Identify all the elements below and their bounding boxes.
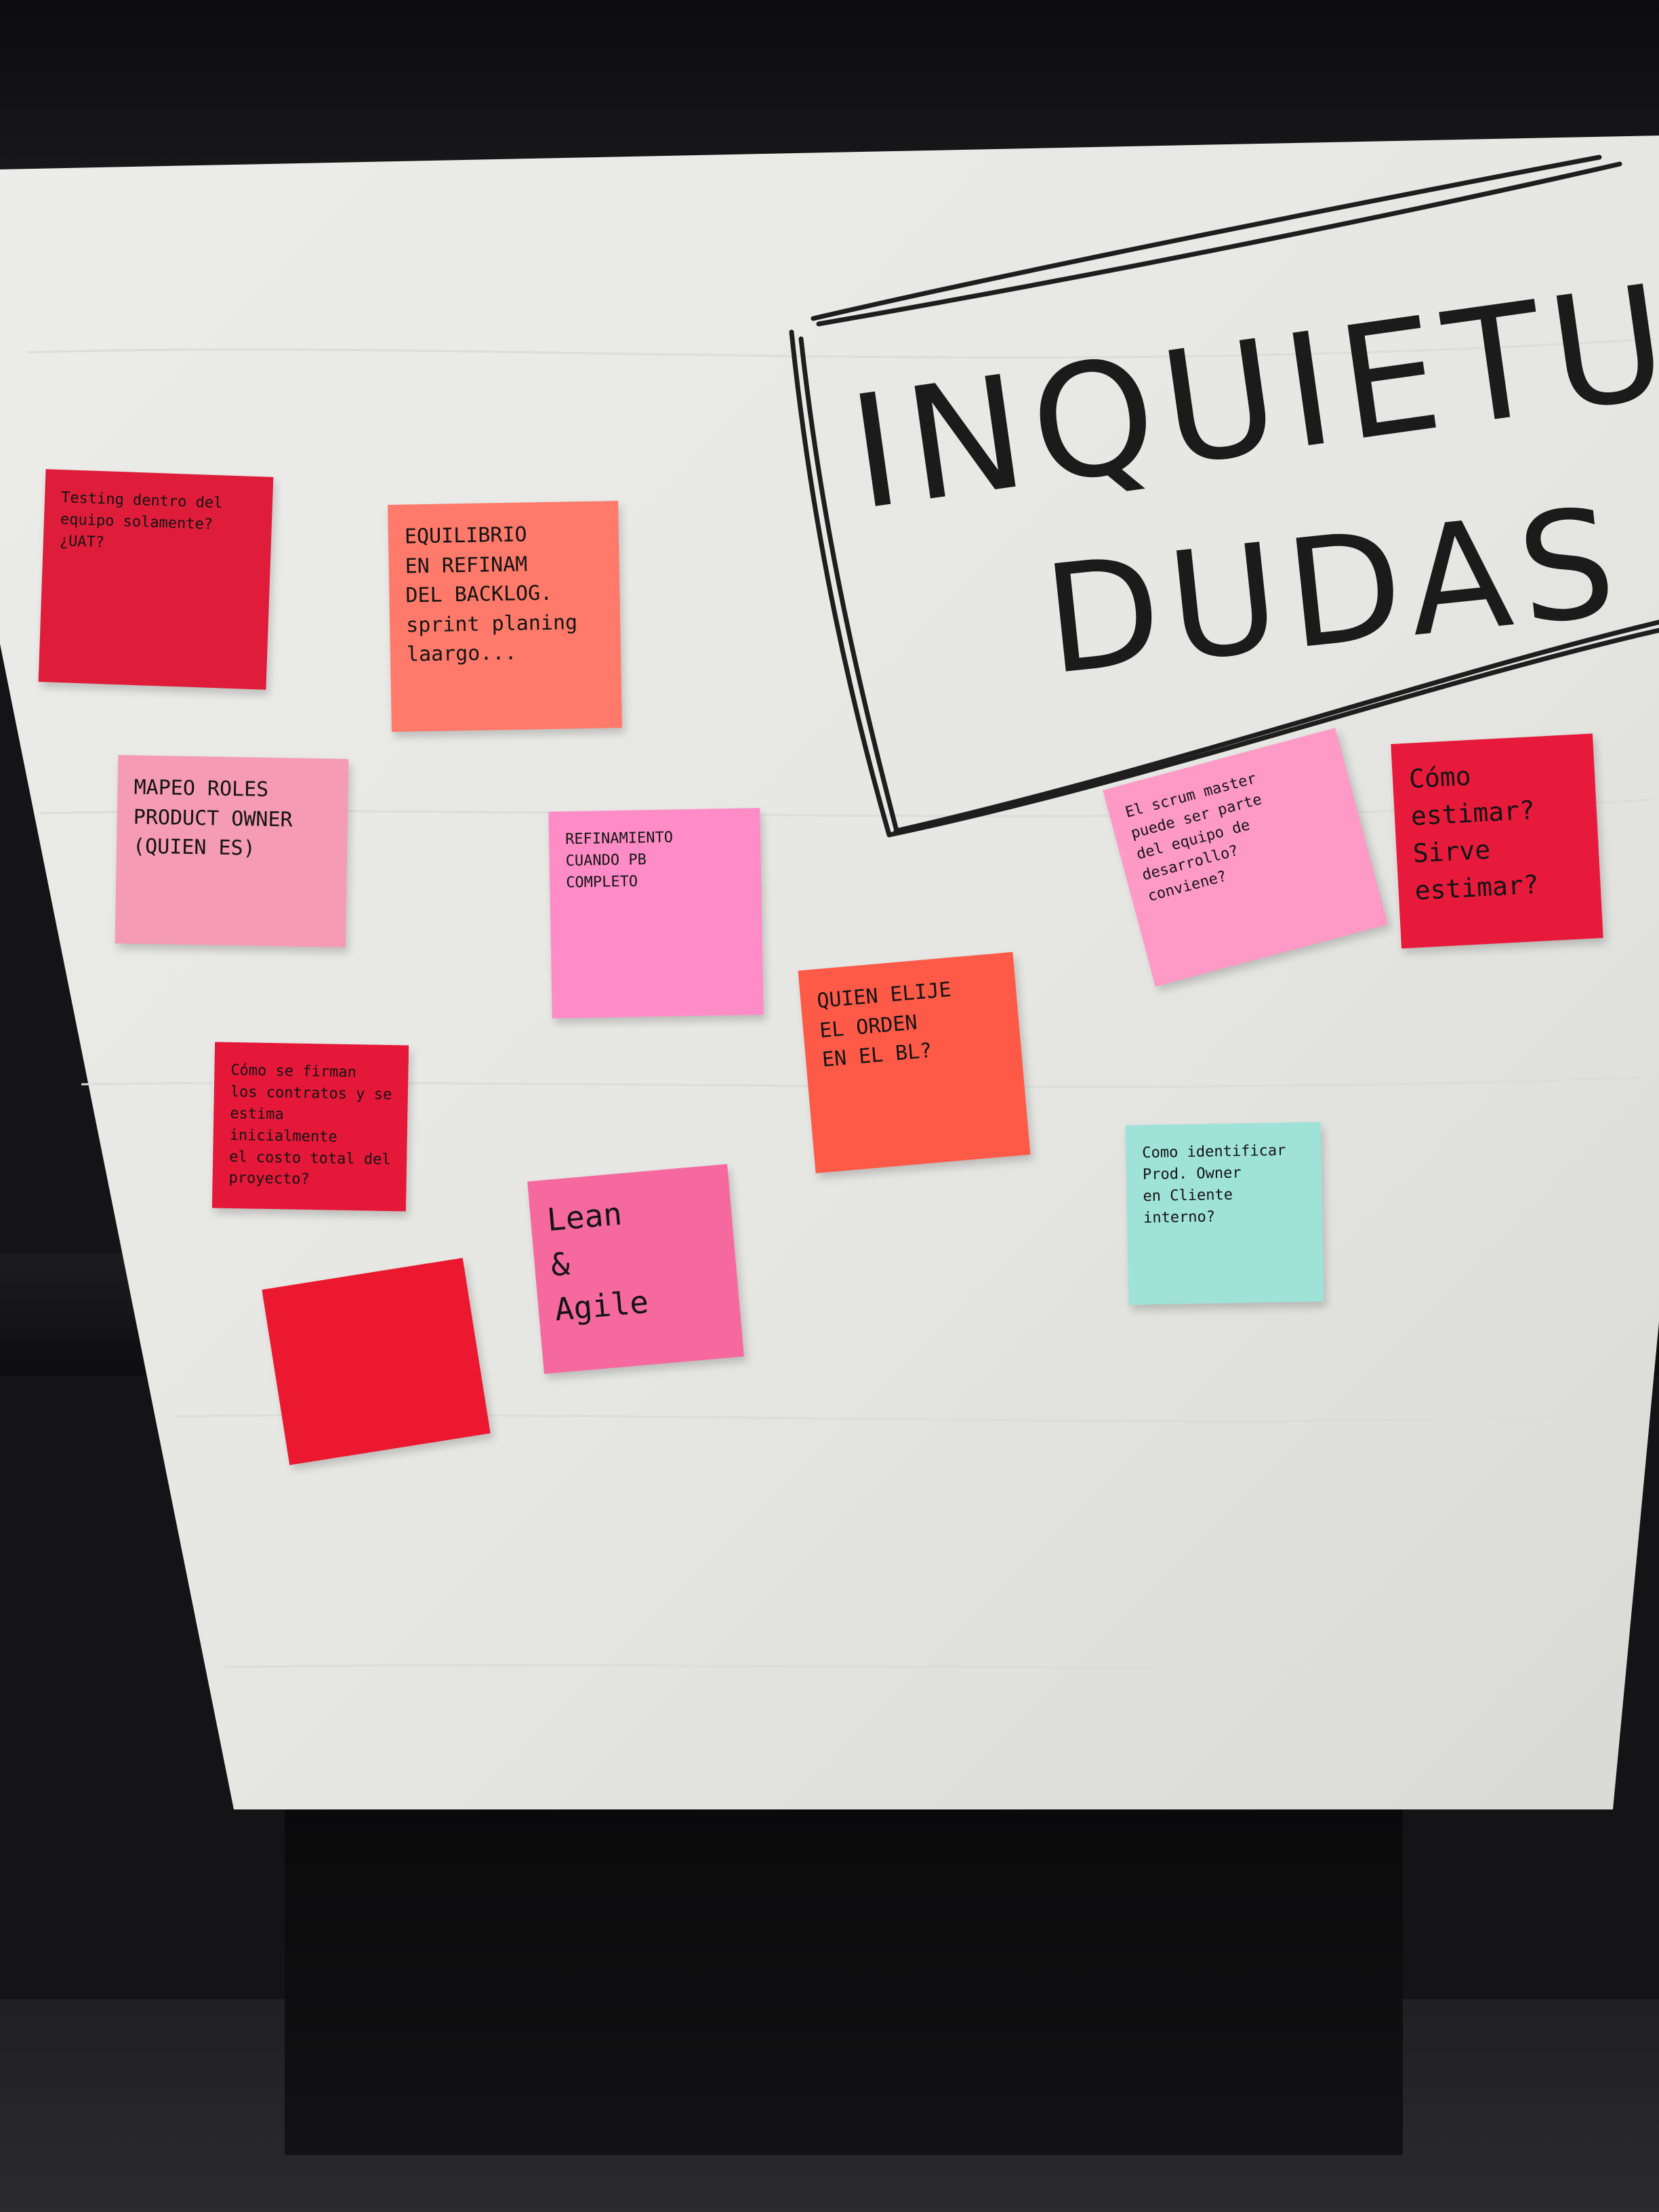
note-text-quien-elije: QUIEN ELIJE EL ORDEN EN EL BL? [816,977,953,1072]
header-box-drawing [789,155,1659,838]
sticky-note-equilibrio: EQUILIBRIO EN REFINAM DEL BACKLOG. sprin… [388,501,622,732]
note-text-lean-agile: Lean & Agile [545,1195,651,1328]
sticky-note-prod-owner: Como identificar Prod. Owner en Cliente … [1125,1122,1324,1305]
sticky-note-lean-agile: Lean & Agile [527,1164,744,1374]
note-text-mapeo-roles: MAPEO ROLES PRODUCT OWNER (QUIEN ES) [132,775,293,861]
note-text-equilibrio: EQUILIBRIO EN REFINAM DEL BACKLOG. sprin… [404,523,578,667]
sticky-note-contratos: Cómo se firman los contratos y se estima… [211,1042,409,1212]
note-text-refinamiento: REFINAMIENTO CUANDO PB COMPLETO [565,829,674,892]
easel-stand [285,1803,1403,2155]
sticky-note-quien-elije: QUIEN ELIJE EL ORDEN EN EL BL? [798,951,1031,1174]
note-text-prod-owner: Como identificar Prod. Owner en Cliente … [1142,1142,1286,1227]
sticky-note-refinamiento: REFINAMIENTO CUANDO PB COMPLETO [548,808,764,1019]
sticky-note-como-estimar: Cómo estimar? Sirve estimar? [1391,733,1603,949]
note-text-como-estimar: Cómo estimar? Sirve estimar? [1408,760,1540,906]
sticky-note-mapeo-roles: MAPEO ROLES PRODUCT OWNER (QUIEN ES) [115,755,349,947]
note-text-testing: Testing dentro del equipo solamente? ¿UA… [59,489,223,552]
sticky-note-illegible [262,1258,491,1465]
note-text-contratos: Cómo se firman los contratos y se estima… [228,1061,392,1189]
sticky-note-testing: Testing dentro del equipo solamente? ¿UA… [38,469,274,690]
